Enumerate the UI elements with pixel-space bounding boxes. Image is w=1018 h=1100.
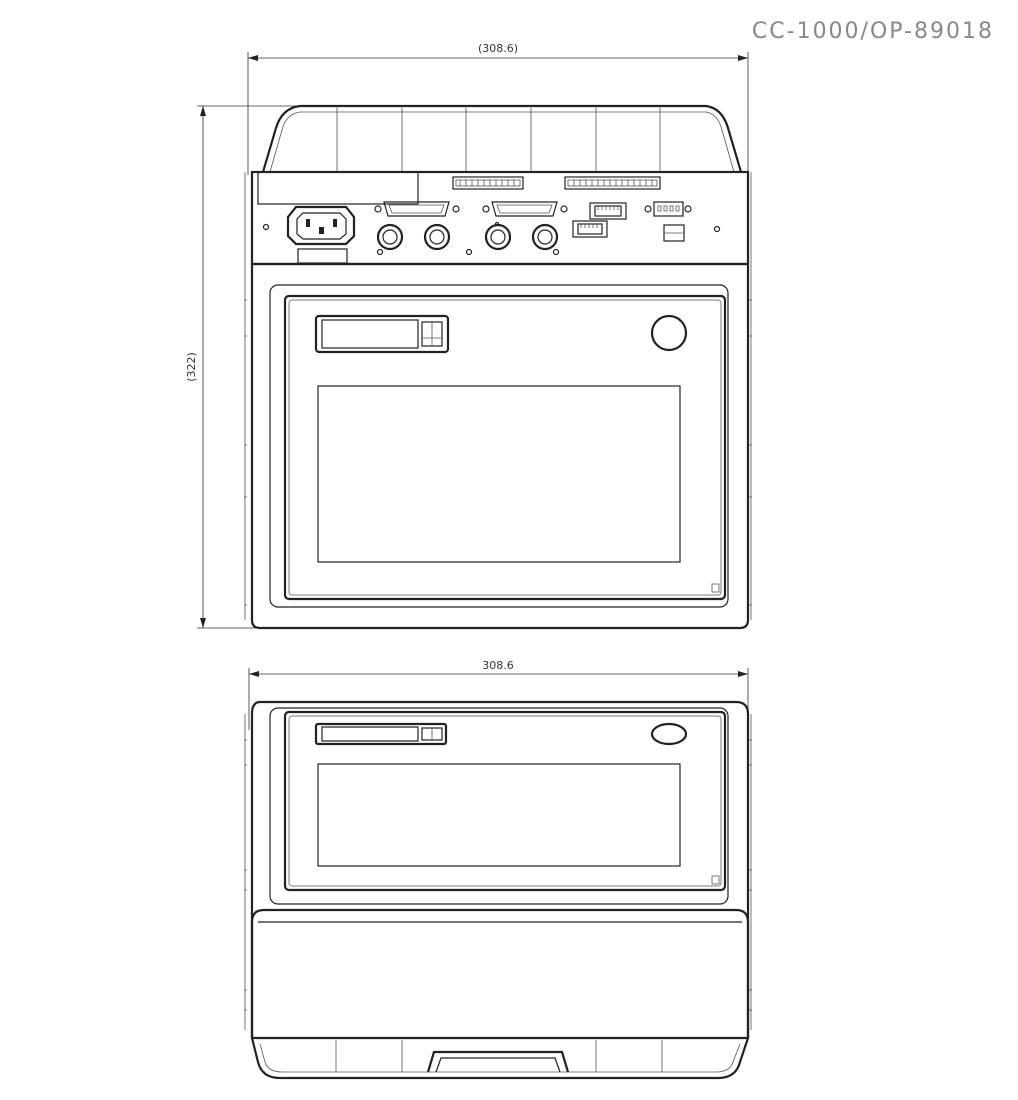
front-power-button	[650, 722, 688, 746]
top-display-screen	[317, 385, 681, 563]
top-cap	[252, 104, 748, 173]
top-power-button	[650, 314, 688, 352]
power-inlet-icon	[286, 205, 356, 246]
front-memory-card-slot	[314, 722, 448, 746]
base-handle	[250, 1037, 750, 1080]
round-connector-4	[531, 223, 560, 256]
round-connector-1	[376, 223, 404, 256]
top-width-label: (308.6)	[478, 42, 518, 55]
usb-port-icon	[663, 224, 685, 242]
top-width-dimension: (308.6)	[247, 42, 749, 175]
top-height-dimension: (322)	[185, 105, 300, 629]
round-connector-3	[465, 223, 512, 256]
top-main-body	[244, 262, 752, 630]
round-connector-2	[423, 223, 451, 251]
terminal-block-2	[564, 176, 661, 190]
rear-connector-panel	[244, 170, 752, 266]
top-height-label: (322)	[185, 352, 198, 382]
front-display-screen	[317, 763, 681, 867]
front-width-label: 308.6	[482, 659, 514, 672]
top-memory-card-slot	[314, 314, 450, 354]
front-width-dimension: 308.6	[248, 659, 749, 730]
lan-port-2-icon	[572, 220, 608, 238]
terminal-block-1	[452, 176, 524, 190]
front-view: 308.6	[244, 659, 752, 1080]
dsub-connector-1	[374, 201, 460, 217]
power-switch	[297, 248, 348, 264]
dsub-connector-2	[482, 201, 568, 217]
top-view: (308.6) (322)	[185, 42, 752, 630]
model-number-label: CC-1000/OP-89018	[752, 19, 994, 44]
serial-port-icon	[644, 201, 692, 217]
lan-port-icon	[589, 202, 627, 220]
